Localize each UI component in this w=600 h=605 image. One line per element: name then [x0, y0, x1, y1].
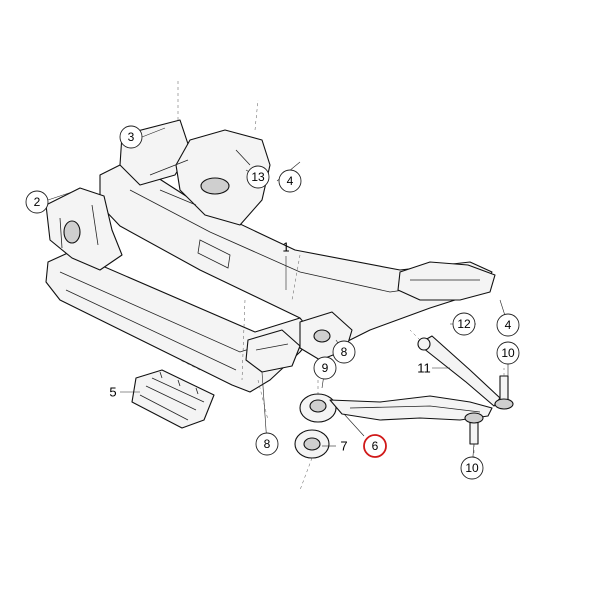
callout-9: 9	[313, 356, 337, 380]
svg-text:8: 8	[264, 437, 271, 451]
svg-text:10: 10	[501, 346, 515, 360]
svg-text:12: 12	[457, 317, 471, 331]
callout-4-top: 4	[278, 169, 302, 193]
bolt-lower	[469, 419, 479, 445]
callout-7: 7	[340, 439, 347, 454]
callout-8-lower: 8	[255, 432, 279, 456]
svg-text:2: 2	[34, 195, 41, 209]
assembly-lines	[177, 80, 505, 491]
svg-text:9: 9	[322, 361, 329, 375]
callout-6: 6	[363, 434, 387, 458]
callout-3: 3	[119, 125, 143, 149]
mount-hole	[200, 177, 230, 195]
rubber-mounts	[294, 393, 337, 459]
callout-4-right: 4	[496, 313, 520, 337]
svg-text:3: 3	[128, 130, 135, 144]
subframe-front-mount	[245, 329, 301, 373]
subframe-right-member	[397, 261, 496, 301]
callout-10-bottom: 10	[460, 456, 484, 480]
svg-text:8: 8	[341, 345, 348, 359]
tension-strut-11	[417, 335, 501, 407]
side-member-hole	[63, 220, 81, 244]
svg-text:4: 4	[505, 318, 512, 332]
strut-ball-joint	[417, 337, 431, 351]
svg-text:1: 1	[282, 240, 289, 255]
callout-5: 5	[109, 385, 116, 400]
bolt-upper-nut	[494, 398, 514, 410]
callout-10-top: 10	[496, 341, 520, 365]
svg-text:6: 6	[372, 439, 379, 453]
callout-11: 11	[417, 361, 431, 376]
bolt-upper	[499, 375, 509, 401]
skid-plate	[131, 369, 215, 429]
svg-text:11: 11	[417, 361, 431, 376]
callout-13: 13	[246, 165, 270, 189]
control-arm-body	[329, 395, 493, 421]
subframe-left-member	[45, 187, 123, 271]
front-subframe	[45, 119, 496, 393]
right-mount-hole	[313, 329, 331, 343]
svg-text:5: 5	[109, 385, 116, 400]
rubber-mount-upper-core	[309, 399, 327, 413]
svg-text:10: 10	[465, 461, 479, 475]
bolt-lower-nut	[464, 412, 484, 424]
callout-1: 1	[282, 240, 289, 255]
callout-12: 12	[452, 312, 476, 336]
rubber-mount-lower-core	[303, 437, 321, 451]
svg-text:7: 7	[340, 439, 347, 454]
svg-text:4: 4	[287, 174, 294, 188]
control-arm-6	[329, 395, 493, 421]
subframe-mount-plate	[175, 129, 271, 226]
svg-text:13: 13	[251, 170, 265, 184]
bolts-10	[464, 375, 514, 445]
callout-2: 2	[25, 190, 49, 214]
callout-8-upper: 8	[332, 340, 356, 364]
